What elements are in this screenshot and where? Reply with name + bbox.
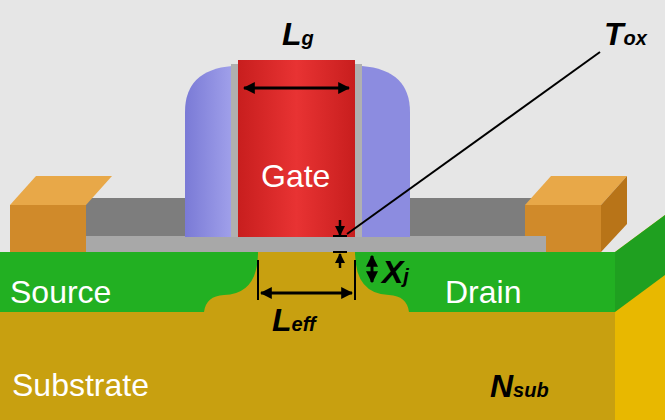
substrate-doping-label: Nsub: [490, 370, 549, 402]
region-label: Drain: [445, 276, 521, 308]
effective-length-label: Leff: [272, 304, 316, 336]
oxide-thickness-label: Tox: [604, 18, 647, 50]
region-label: Substrate: [12, 369, 149, 401]
gate-electrode: Gate: [238, 60, 355, 237]
region-label: Source: [10, 276, 111, 308]
gate-length-label: Lg: [282, 18, 314, 50]
source-region: Source: [0, 252, 258, 312]
region-label: Gate: [261, 160, 330, 192]
junction-depth-label: Xj: [382, 256, 409, 288]
